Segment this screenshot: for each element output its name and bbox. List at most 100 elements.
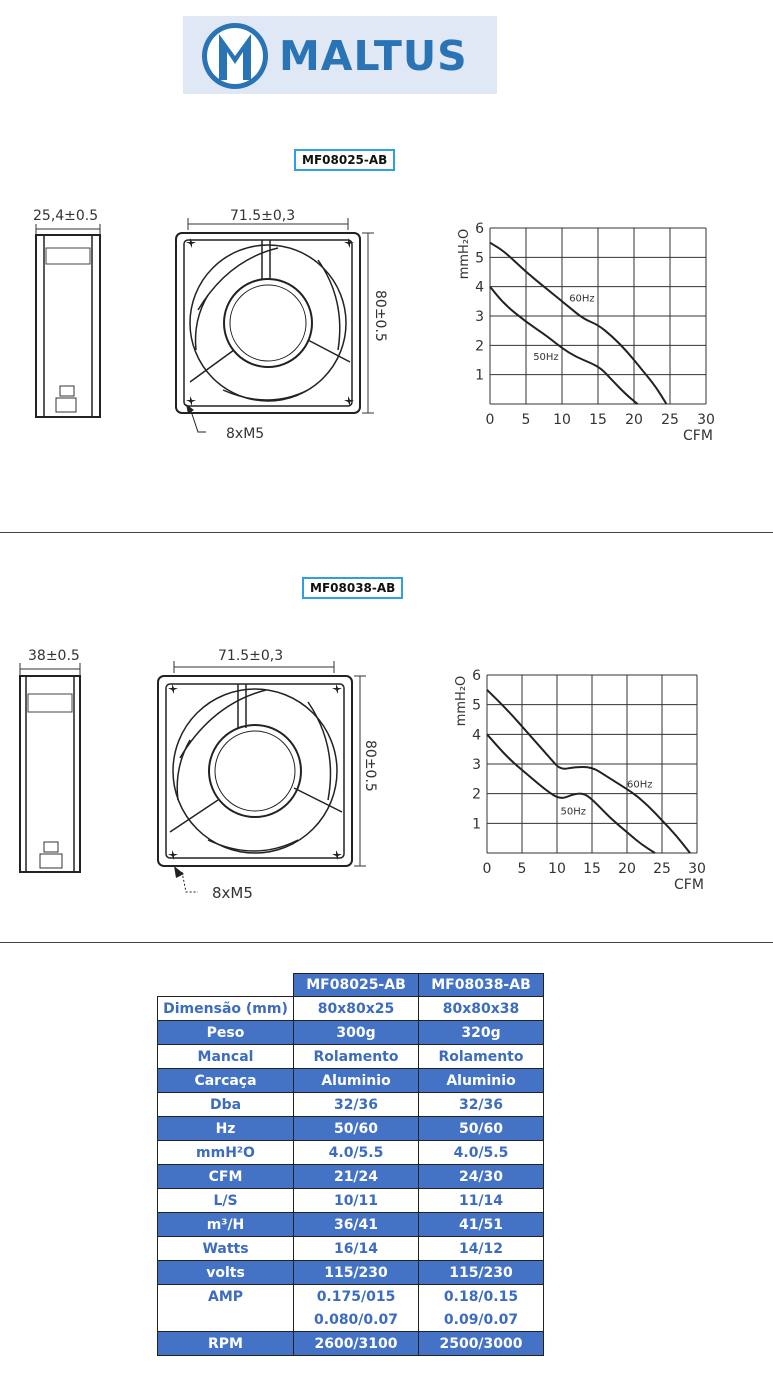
x-tick-label: 10	[548, 861, 566, 877]
spec-header-row: MF08025-AB MF08038-AB	[157, 973, 544, 997]
spec-value: 2500/3000	[418, 1331, 544, 1356]
x-tick-label: 30	[688, 861, 706, 877]
y-axis-label: mmH₂O	[454, 676, 469, 727]
spec-label: L/S	[157, 1188, 294, 1213]
spec-value: 36/41	[293, 1212, 419, 1237]
series-line	[486, 689, 691, 854]
spec-label	[157, 1308, 294, 1332]
x-tick-label: 0	[486, 412, 495, 428]
spec-label: Carcaça	[157, 1068, 294, 1093]
spec-value: 80x80x38	[418, 996, 544, 1021]
y-axis-label: mmH₂O	[457, 229, 472, 280]
spec-value: 2600/3100	[293, 1331, 419, 1356]
x-tick-label: 20	[618, 861, 636, 877]
spec-value: 32/36	[293, 1092, 419, 1117]
series-label: 60Hz	[627, 780, 653, 791]
spec-label: Dba	[157, 1092, 294, 1117]
spec-value: 16/14	[293, 1236, 419, 1261]
spec-value: 14/12	[418, 1236, 544, 1261]
spec-value: 300g	[293, 1020, 419, 1045]
x-tick-label: 5	[518, 861, 527, 877]
spec-header-model-2: MF08038-AB	[418, 973, 544, 997]
spec-label: Mancal	[157, 1044, 294, 1069]
spec-value: 21/24	[293, 1164, 419, 1189]
x-tick-label: 5	[522, 412, 531, 428]
spec-value: 0.080/0.07	[293, 1308, 419, 1332]
series-label: 50Hz	[561, 806, 587, 817]
series-line	[489, 286, 639, 405]
y-tick-label: 2	[475, 338, 484, 354]
spec-label: CFM	[157, 1164, 294, 1189]
spec-value: 115/230	[293, 1260, 419, 1285]
spec-label: mmH²O	[157, 1140, 294, 1165]
width-dimension-2: 71.5±0,3	[218, 648, 283, 664]
series-label: 60Hz	[569, 293, 595, 304]
y-tick-label: 1	[472, 816, 481, 832]
holes-label-1: 8xM5	[226, 426, 264, 442]
x-tick-label: 0	[483, 861, 492, 877]
x-axis-label: CFM	[683, 428, 713, 444]
spec-header-blank	[157, 973, 294, 997]
spec-value: 50/60	[418, 1116, 544, 1141]
model-tag-1: MF08025-AB	[294, 149, 396, 171]
spec-label: volts	[157, 1260, 294, 1285]
spec-value: 0.09/0.07	[418, 1308, 544, 1332]
spec-label: Dimensão (mm)	[157, 996, 294, 1021]
maltus-logo-icon	[202, 23, 268, 89]
x-tick-label: 25	[653, 861, 671, 877]
spec-value: 320g	[418, 1020, 544, 1045]
spec-value: Rolamento	[418, 1044, 544, 1069]
y-tick-label: 5	[472, 698, 481, 714]
model-tag-2: MF08038-AB	[302, 577, 404, 599]
series-line	[486, 733, 656, 854]
depth-dimension-2: 38±0.5	[28, 648, 80, 664]
width-dimension-1: 71.5±0,3	[230, 208, 295, 224]
fan-front-view-2: 71.5±0,3 80±0.5 8xM5	[157, 648, 378, 900]
y-tick-label: 2	[472, 787, 481, 803]
brand-logo: MALTUS	[183, 16, 497, 94]
spec-header-model-1: MF08025-AB	[293, 973, 419, 997]
fan-side-view-2: 38±0.5	[19, 648, 81, 873]
y-tick-label: 6	[472, 668, 481, 684]
section-divider-1	[0, 532, 773, 533]
y-tick-label: 3	[472, 757, 481, 773]
x-tick-label: 10	[553, 412, 571, 428]
y-tick-label: 5	[475, 250, 484, 266]
x-tick-label: 30	[697, 412, 715, 428]
spec-label: Hz	[157, 1116, 294, 1141]
spec-value: Aluminio	[418, 1068, 544, 1093]
spec-label: AMP	[157, 1284, 294, 1308]
spec-table: MF08025-AB MF08038-AB Dimensão (mm)80x80…	[157, 973, 544, 1356]
spec-value: Aluminio	[293, 1068, 419, 1093]
spec-value: 4.0/5.5	[418, 1140, 544, 1165]
spec-label: Watts	[157, 1236, 294, 1261]
spec-value: 11/14	[418, 1188, 544, 1213]
y-tick-label: 4	[472, 727, 481, 743]
spec-label: Peso	[157, 1020, 294, 1045]
spec-value: 0.175/015	[293, 1284, 419, 1308]
spec-value: 0.18/0.15	[418, 1284, 544, 1308]
depth-dimension-1: 25,4±0.5	[33, 208, 98, 224]
spec-label: RPM	[157, 1331, 294, 1356]
x-tick-label: 15	[583, 861, 601, 877]
spec-label: m³/H	[157, 1212, 294, 1237]
spec-value: Rolamento	[293, 1044, 419, 1069]
height-dimension-1: 80±0.5	[372, 290, 388, 342]
spec-value: 4.0/5.5	[293, 1140, 419, 1165]
height-dimension-2: 80±0.5	[362, 740, 378, 792]
spec-value: 10/11	[293, 1188, 419, 1213]
